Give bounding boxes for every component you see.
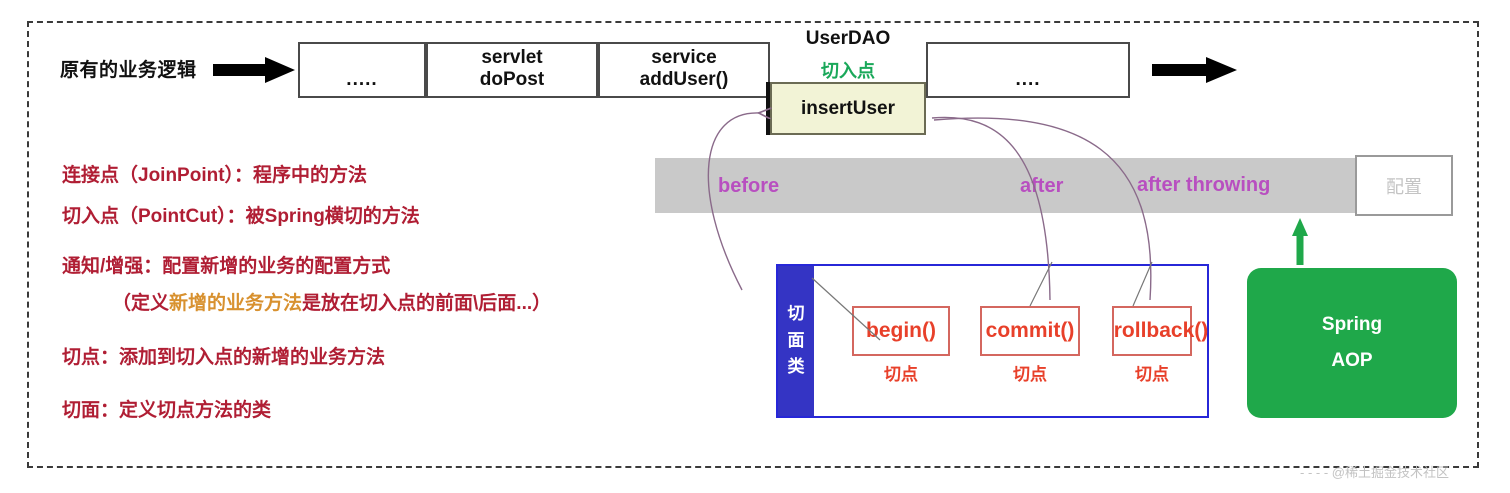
flow-box-servlet-line1: servlet: [481, 47, 543, 69]
flow-box-dots-2: ....: [926, 42, 1130, 98]
advice-label-after-throwing: after throwing: [1137, 174, 1271, 196]
definition-aspect: 切面：定义切点方法的类: [62, 400, 272, 421]
advice-label-before: before: [718, 175, 780, 197]
aspect-sidebar-char-1: 切: [787, 304, 805, 324]
definition-joinpoint: 连接点（JoinPoint）：程序中的方法: [62, 165, 368, 186]
config-box: 配置: [1355, 155, 1453, 216]
flow-box-dots-2-text: ....: [1015, 68, 1041, 90]
flow-box-servlet-line2: doPost: [479, 68, 545, 90]
pointcut-cell-begin: begin() 切点: [852, 306, 950, 385]
flow-arrow-left-icon: [213, 55, 295, 85]
pointcut-box-rollback: rollback(): [1112, 306, 1208, 356]
advice-label-after: after: [1020, 175, 1064, 197]
pointcut-method-rollback: rollback(): [1113, 319, 1209, 342]
flow-box-dots-1: .....: [298, 42, 426, 98]
pointcut-method-begin: begin(): [866, 319, 936, 342]
pointcut-method-commit: commit(): [985, 319, 1075, 342]
pointcut-caption-rollback: 切点: [1135, 365, 1169, 384]
pointcut-green-label: 切入点: [821, 61, 875, 81]
definition-advice-note-highlight: 新增的业务方法: [169, 293, 303, 314]
aspect-sidebar-char-2: 面: [787, 330, 805, 350]
aspect-sidebar-char-3: 类: [787, 357, 805, 377]
watermark: - - - - @稀土掘金技术社区: [1300, 465, 1449, 480]
definition-advice: 通知/增强：配置新增的业务的配置方式: [62, 256, 391, 277]
pointcut-caption-begin: 切点: [884, 365, 918, 384]
outer-dashed-frame: [27, 21, 1479, 468]
spring-aop-line1: Spring: [1321, 313, 1383, 335]
flow-box-service-line1: service: [651, 47, 717, 69]
spring-aop-line2: AOP: [1331, 350, 1373, 371]
spring-aop-box: Spring AOP: [1247, 268, 1457, 418]
flow-arrow-right-icon: [1152, 55, 1237, 85]
userdao-title: UserDAO: [805, 28, 891, 49]
definition-pointcut: 切入点（PointCut）：被Spring横切的方法: [62, 206, 420, 227]
flow-box-service: service addUser(): [598, 42, 770, 98]
insertuser-method-box: insertUser: [770, 82, 926, 135]
pointcut-box-commit: commit(): [980, 306, 1080, 356]
definition-advice-note-prefix: （定义: [112, 293, 170, 314]
pointcut-caption-commit: 切点: [1013, 365, 1047, 384]
flow-box-dots-1-text: .....: [346, 68, 378, 90]
flow-box-service-line2: addUser(): [639, 68, 729, 90]
pointcut-box-begin: begin(): [852, 306, 950, 356]
original-business-logic-label: 原有的业务逻辑: [60, 60, 197, 81]
pointcut-cell-rollback: rollback() 切点: [1112, 306, 1208, 385]
definition-cut-point: 切点：添加到切入点的新增的业务方法: [62, 347, 386, 368]
definition-advice-note-suffix: 是放在切入点的前面\后面...）: [302, 293, 552, 314]
pointcut-cell-commit: commit() 切点: [980, 306, 1080, 385]
definition-advice-note: （定义新增的业务方法是放在切入点的前面\后面...）: [112, 288, 551, 315]
aspect-class-sidebar-label: 切 面 类: [778, 266, 814, 416]
flow-box-servlet: servlet doPost: [426, 42, 598, 98]
